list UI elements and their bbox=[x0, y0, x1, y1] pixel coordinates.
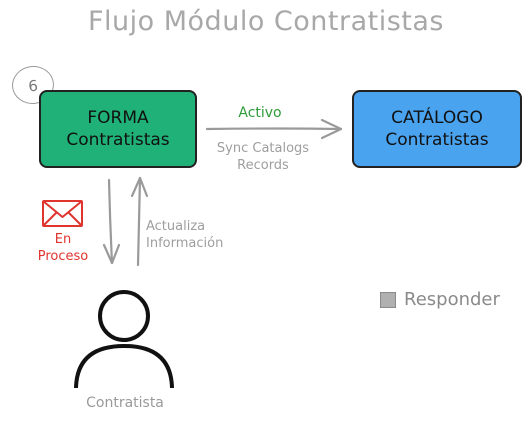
node-catalogo-contratistas[interactable]: CATÁLOGO Contratistas bbox=[352, 90, 522, 168]
node-forma-line2: Contratistas bbox=[66, 130, 170, 150]
person-icon bbox=[74, 290, 174, 389]
edge-label-en-proceso: En Proceso bbox=[28, 231, 98, 265]
legend-swatch bbox=[380, 291, 396, 308]
edge-label-sync-line2: Records bbox=[237, 158, 289, 173]
arrow-forma-to-catalogo bbox=[205, 118, 343, 140]
edge-label-sync: Sync Catalogs Records bbox=[198, 140, 328, 174]
edge-label-sync-line1: Sync Catalogs bbox=[216, 141, 310, 156]
node-catalogo-line2: Contratistas bbox=[385, 130, 489, 150]
edge-label-en: En bbox=[54, 232, 72, 247]
envelope-icon bbox=[42, 200, 83, 227]
legend-responder[interactable]: Responder bbox=[380, 289, 500, 310]
edge-label-activo: Activo bbox=[238, 105, 282, 121]
edge-label-proceso: Proceso bbox=[37, 249, 89, 264]
node-forma-contratistas[interactable]: FORMA Contratistas bbox=[39, 90, 197, 168]
legend-label: Responder bbox=[404, 289, 500, 310]
edge-label-actualiza-line1: Actualiza bbox=[146, 219, 206, 234]
node-forma-line1: FORMA bbox=[87, 108, 149, 128]
node-catalogo-line1: CATÁLOGO bbox=[391, 108, 483, 128]
edge-label-actualiza: Actualiza Información bbox=[146, 218, 242, 252]
edge-label-actualiza-line2: Información bbox=[146, 236, 224, 251]
actor-label: Contratista bbox=[86, 395, 164, 411]
diagram-title: Flujo Módulo Contratistas bbox=[88, 6, 444, 37]
arrow-contratista-to-forma bbox=[130, 176, 149, 267]
arrow-forma-to-contratista bbox=[102, 178, 121, 265]
